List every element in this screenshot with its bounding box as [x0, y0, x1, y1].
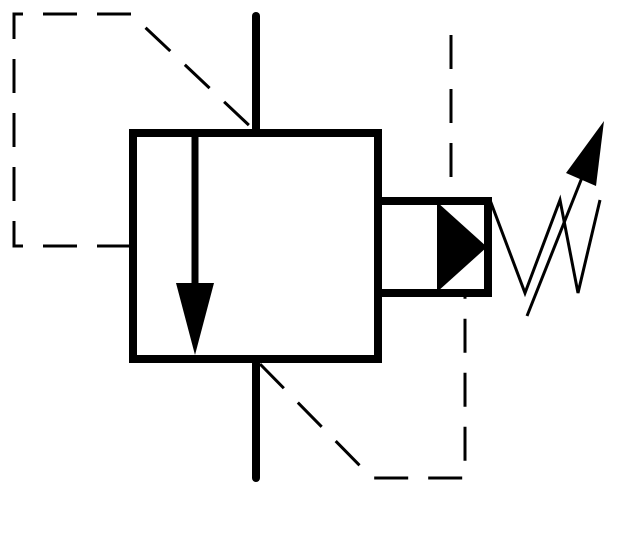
pilot-line-outlet: [258, 293, 467, 480]
adjustable-arrow-head: [566, 121, 604, 186]
pilot-line-inlet: [12, 12, 256, 248]
adjustable-arrow-shaft: [525, 169, 587, 317]
actuator-housing: [374, 197, 492, 297]
spring: [488, 194, 602, 298]
actuator-triangle: [437, 202, 487, 292]
valve-body: [129, 129, 382, 363]
flow-arrow-head: [176, 283, 214, 355]
